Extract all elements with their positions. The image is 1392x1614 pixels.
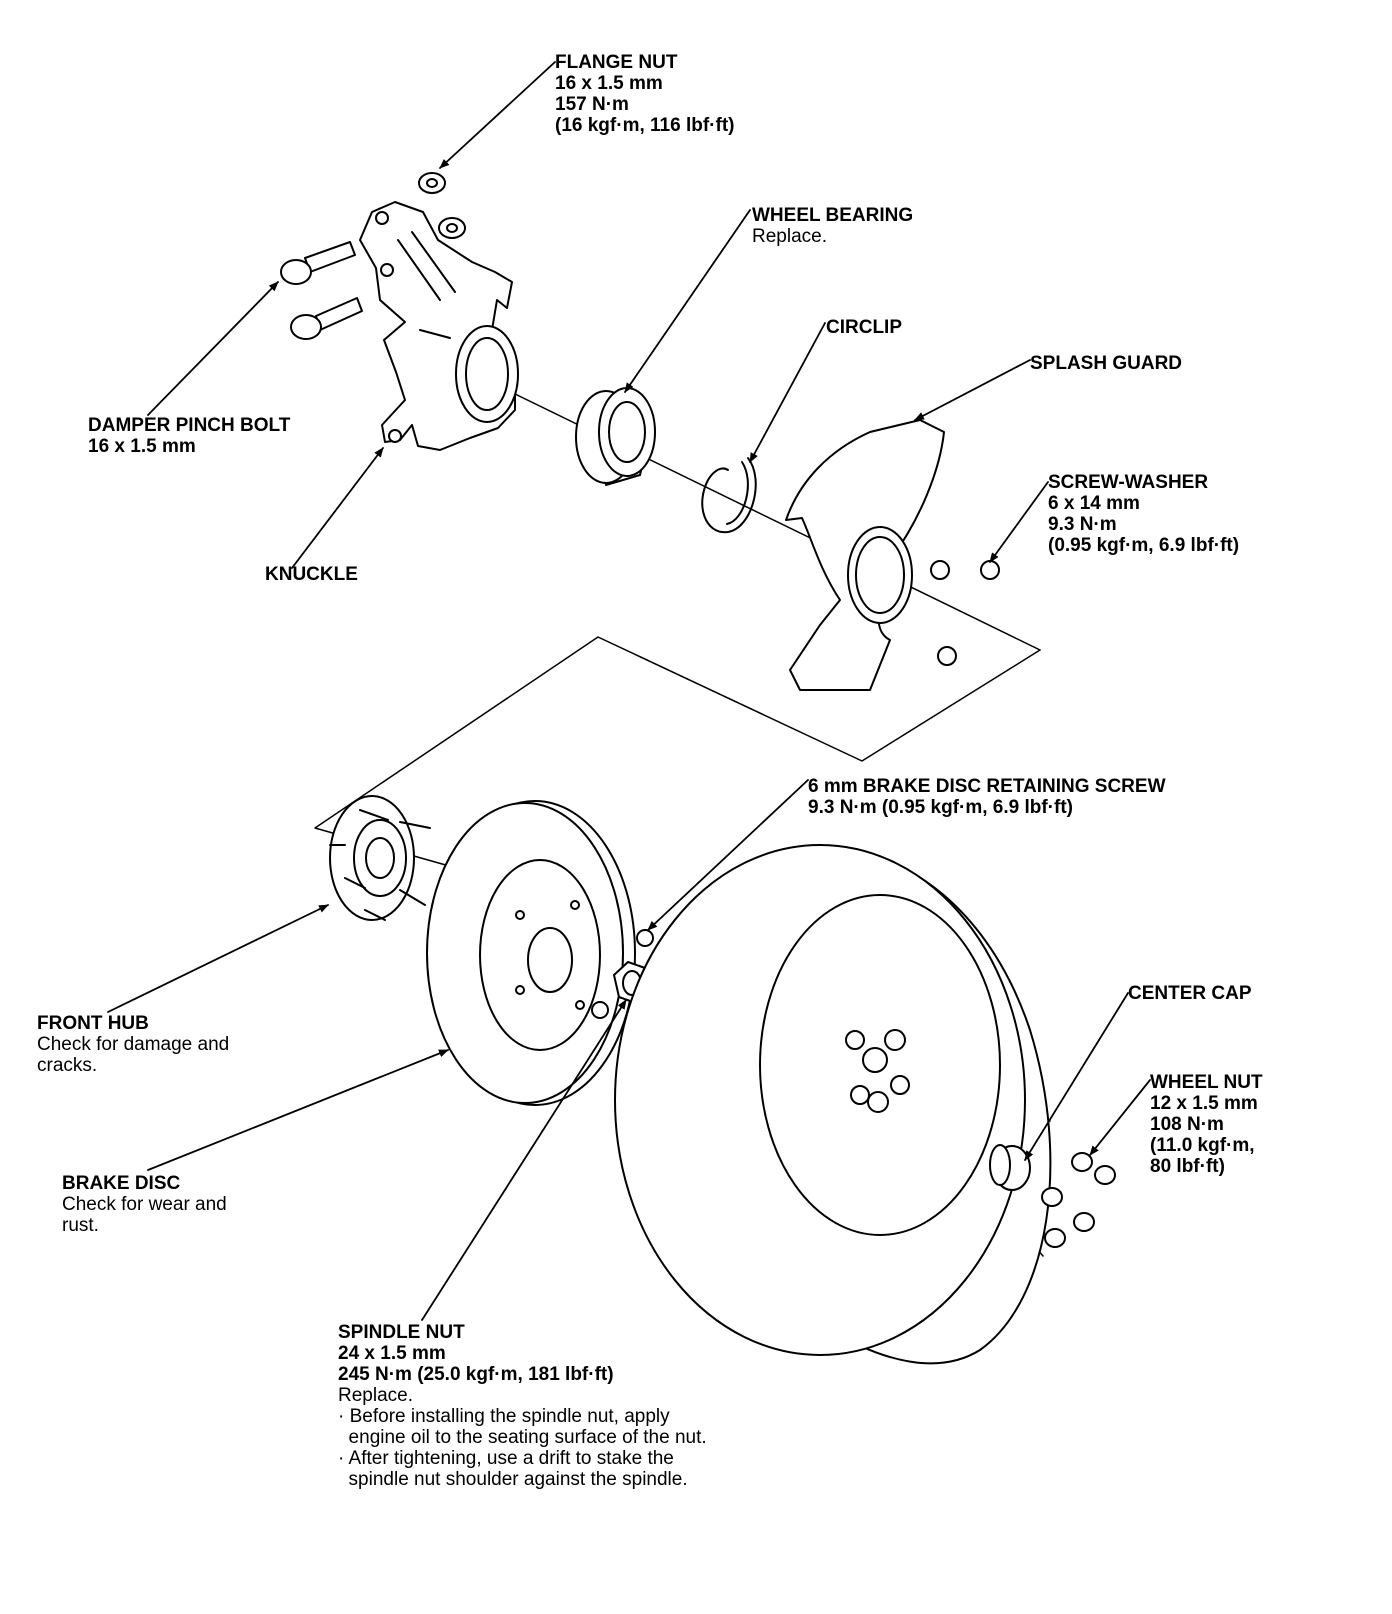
wheel-nut-label: WHEEL NUT 12 x 1.5 mm 108 N·m (11.0 kgf·… <box>1150 1072 1263 1177</box>
wheel-bearing-label: WHEEL BEARING Replace. <box>752 205 913 247</box>
brake-disc-part <box>426 800 636 1106</box>
screw-washer-spec: (0.95 kgf·m, 6.9 lbf·ft) <box>1048 535 1240 556</box>
brake-disc-label: BRAKE DISC Check for wear and rust. <box>62 1173 227 1236</box>
screw-washer-parts <box>930 560 1000 666</box>
screw-washer-label: SCREW-WASHER 6 x 14 mm 9.3 N·m (0.95 kgf… <box>1048 472 1239 556</box>
splash-guard-part <box>785 419 945 691</box>
leader-knuckle <box>291 447 384 569</box>
damper-pinch-bolt-title: DAMPER PINCH BOLT <box>88 415 291 436</box>
leader-circlip <box>749 322 826 463</box>
flange-nut-title: FLANGE NUT <box>555 52 678 73</box>
leader-lines <box>107 61 1151 1321</box>
knuckle-label: KNUCKLE <box>265 564 358 585</box>
flange-nut-label: FLANGE NUT 16 x 1.5 mm 157 N·m (16 kgf·m… <box>555 52 734 136</box>
screw-washer-spec: 6 x 14 mm <box>1048 493 1140 514</box>
wheel-nut-parts <box>1041 1152 1116 1248</box>
wheel-bearing-note: Replace. <box>752 226 827 247</box>
spindle-nut-label: SPINDLE NUT 24 x 1.5 mm 245 N·m (25.0 kg… <box>338 1322 707 1490</box>
knuckle-title: KNUCKLE <box>265 564 358 585</box>
retaining-screw-label: 6 mm BRAKE DISC RETAINING SCREW 9.3 N·m … <box>808 776 1166 818</box>
center-cap-label: CENTER CAP <box>1128 983 1252 1004</box>
leader-brake-disc <box>147 1049 449 1171</box>
brake-disc-title: BRAKE DISC <box>62 1173 181 1194</box>
damper-pinch-bolt-spec: 16 x 1.5 mm <box>88 436 196 457</box>
wheel-bearing-title: WHEEL BEARING <box>752 205 914 226</box>
leader-front-hub <box>107 904 329 1013</box>
damper-pinch-bolt-parts <box>280 241 363 340</box>
wheel-nut-spec: 12 x 1.5 mm <box>1150 1093 1258 1114</box>
splash-guard-label: SPLASH GUARD <box>1030 353 1182 374</box>
retaining-screw-title: 6 mm BRAKE DISC RETAINING SCREW <box>808 776 1166 797</box>
leader-splash-guard <box>914 359 1031 421</box>
leader-wheel-bearing <box>624 209 751 393</box>
front-hub-part <box>329 795 431 921</box>
circlip-part <box>701 457 757 534</box>
front-hub-note: Check for damage and <box>37 1034 230 1055</box>
wheel-nut-spec: 80 lbf·ft) <box>1150 1156 1225 1177</box>
center-cap-title: CENTER CAP <box>1128 983 1252 1004</box>
leader-screw-washer <box>989 481 1049 563</box>
spindle-nut-instruction: · After tightening, use a drift to stake… <box>338 1448 674 1469</box>
screw-washer-title: SCREW-WASHER <box>1048 472 1209 493</box>
flange-nut-spec: 157 N·m <box>555 94 629 115</box>
circlip-title: CIRCLIP <box>826 317 902 338</box>
leader-flange-nut <box>439 61 556 169</box>
wheel-nut-spec: (11.0 kgf·m, <box>1150 1135 1255 1156</box>
damper-pinch-bolt-label: DAMPER PINCH BOLT 16 x 1.5 mm <box>88 415 290 457</box>
leader-retaining-screw <box>647 779 809 931</box>
front-hub-label: FRONT HUB Check for damage and cracks. <box>37 1013 229 1076</box>
flange-nut-parts <box>418 172 466 239</box>
spindle-nut-spec: 24 x 1.5 mm <box>338 1343 446 1364</box>
knuckle-part <box>359 201 519 451</box>
screw-washer-spec: 9.3 N·m <box>1048 514 1117 535</box>
circlip-label: CIRCLIP <box>826 317 902 338</box>
flange-nut-spec: (16 kgf·m, 116 lbf·ft) <box>555 115 735 136</box>
flange-nut-spec: 16 x 1.5 mm <box>555 73 663 94</box>
wheel-tire-part <box>614 844 1052 1365</box>
wheel-nut-spec: 108 N·m <box>1150 1114 1224 1135</box>
spindle-nut-spec: 245 N·m (25.0 kgf·m, 181 lbf·ft) <box>338 1364 614 1385</box>
spindle-nut-instruction: engine oil to the seating surface of the… <box>338 1427 707 1448</box>
splash-guard-title: SPLASH GUARD <box>1030 353 1183 374</box>
brake-disc-note: Check for wear and <box>62 1194 227 1215</box>
spindle-nut-instruction: spindle nut shoulder against the spindle… <box>338 1469 688 1490</box>
center-cap-part <box>989 1144 1031 1191</box>
wheel-bearing-part <box>575 387 656 486</box>
wheel-nut-title: WHEEL NUT <box>1150 1072 1263 1093</box>
retaining-screw-spec: 9.3 N·m (0.95 kgf·m, 6.9 lbf·ft) <box>808 797 1073 818</box>
spindle-nut-title: SPINDLE NUT <box>338 1322 465 1343</box>
front-hub-title: FRONT HUB <box>37 1013 149 1034</box>
leader-wheel-nut <box>1089 1079 1151 1156</box>
spindle-nut-instruction: · Before installing the spindle nut, app… <box>338 1406 670 1427</box>
retaining-screw-parts <box>591 929 654 1019</box>
leader-damper-pinch-bolt <box>147 281 279 416</box>
spindle-nut-note: Replace. <box>338 1385 413 1406</box>
brake-disc-note: rust. <box>62 1215 99 1236</box>
leader-spindle-nut <box>421 999 627 1321</box>
leader-center-cap <box>1024 992 1129 1161</box>
front-hub-note: cracks. <box>37 1055 98 1076</box>
